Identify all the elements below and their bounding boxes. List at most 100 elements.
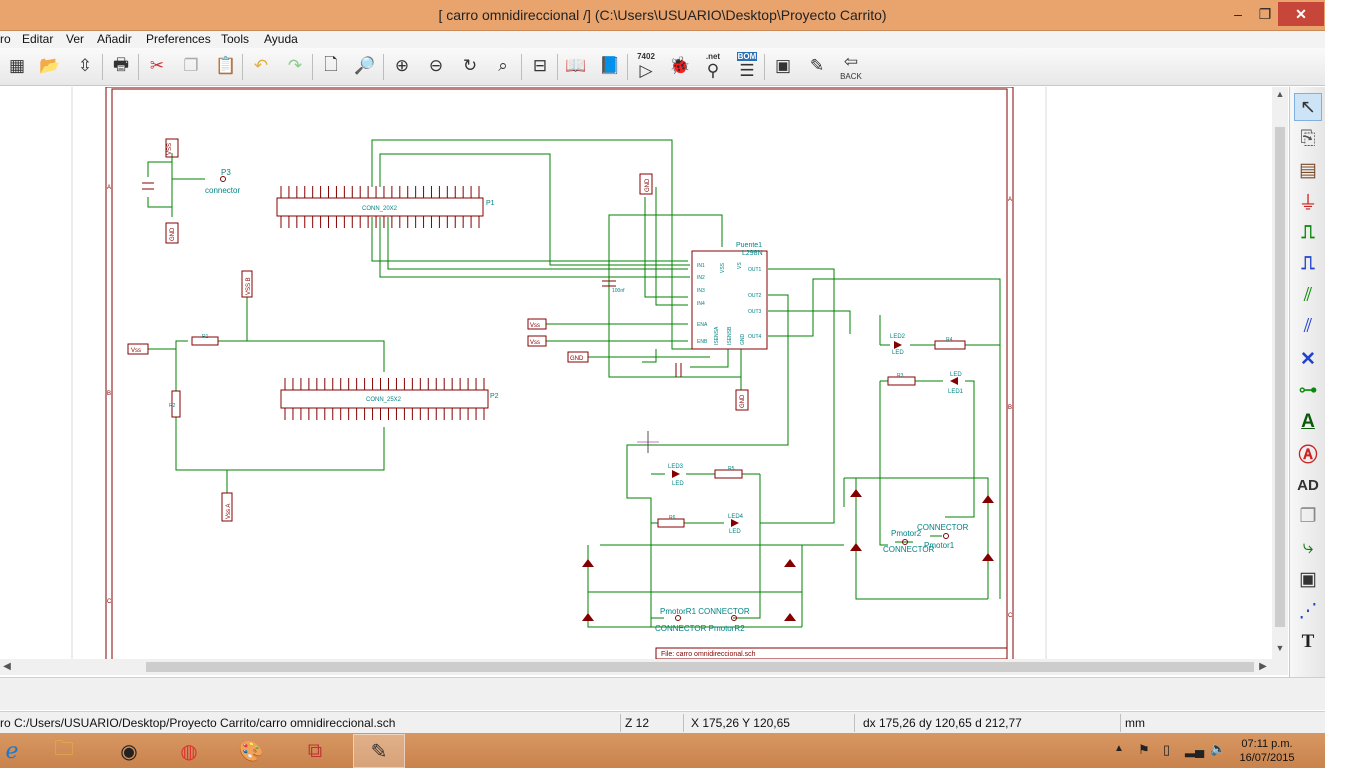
wire-bus-entry-icon[interactable]: ⫽ (1303, 285, 1313, 306)
ie-browser-icon[interactable]: ℯ (5, 738, 19, 763)
place-global-label-icon[interactable]: Ⓐ (1298, 444, 1318, 466)
no-connect-icon[interactable]: ✕ (1300, 348, 1316, 370)
netlist-icon[interactable]: .net⚲ (705, 51, 721, 80)
network-signal-icon[interactable]: ▂▄ (1185, 742, 1205, 757)
close-button[interactable]: ✕ (1278, 2, 1324, 26)
menu-place[interactable]: Añadir (97, 32, 132, 46)
zoom-out-icon[interactable]: ⊖ (428, 56, 444, 75)
menu-edit[interactable]: Editar (22, 32, 54, 46)
hierarchy-push-icon[interactable]: ⎘ (1300, 128, 1316, 149)
place-hier-label-icon[interactable]: AD (1297, 476, 1319, 494)
place-bus-icon[interactable]: ⎍ (1301, 253, 1315, 274)
place-sheet-icon[interactable]: ❐ (1299, 505, 1317, 527)
left-power-section[interactable]: Vss R1 R2 VSS B Vss A (127, 270, 253, 522)
menu-preferences[interactable]: Preferences (146, 32, 211, 46)
open-file-icon[interactable]: 📂 (39, 56, 61, 75)
tray-expand-icon[interactable]: ▲ (1114, 743, 1124, 754)
print-icon[interactable]: 🖶 (112, 54, 130, 74)
place-wire-icon[interactable]: ⎍ (1301, 222, 1315, 243)
connector-p2[interactable]: CONN_25X2 P2 (280, 378, 499, 420)
schematic-setup-icon[interactable]: ▦ (8, 56, 26, 75)
title-bar: [ carro omnidireccional /] (C:\Users\USU… (0, 0, 1325, 31)
menu-tools[interactable]: Tools (221, 32, 250, 46)
paint-icon[interactable]: 🎨 (238, 740, 264, 763)
page-settings-icon[interactable]: ⇳ (77, 56, 93, 75)
system-clock[interactable]: 07:11 p.m. 16/07/2015 (1232, 737, 1302, 765)
pmotor-l-label: Pmotor2 (891, 529, 922, 538)
pcbnew-icon[interactable]: ✎ (809, 56, 825, 75)
menu-help[interactable]: Ayuda (264, 32, 298, 46)
pin-gnd: GND (740, 334, 746, 346)
right-tools-toolbar: ↖ ⎘ ▤ ⏚ ⎍ ⎍ ⫽ ⫽ ✕ ⊶ A Ⓐ AD ❐ ⤷ ▣ ⋰ T (1289, 87, 1325, 677)
place-graphic-line-icon[interactable]: ⋰ (1298, 600, 1318, 622)
scroll-left-arrow-icon[interactable]: ◀ (3, 661, 11, 672)
action-center-flag-icon[interactable]: ⚑ (1138, 742, 1150, 757)
paste-icon[interactable]: 📋 (215, 56, 237, 75)
cut-icon[interactable]: ✂ (149, 56, 165, 75)
kicad-icon[interactable]: ⧉ (307, 739, 323, 762)
back-annotate-icon[interactable]: ⇦BACK (840, 51, 862, 81)
p1-reference: P1 (486, 200, 495, 207)
bus-bus-entry-icon[interactable]: ⫽ (1303, 316, 1313, 337)
conn25-value: CONN_25X2 (366, 397, 402, 403)
scroll-down-arrow-icon[interactable]: ▼ (1275, 643, 1285, 653)
hierarchy-navigator-icon[interactable]: ⊟ (532, 56, 548, 75)
vertical-scrollbar[interactable]: ▲ ▼ (1272, 87, 1288, 659)
led-resistor-section-right[interactable]: LED2 LED R4 R3 LED LED1 (887, 334, 966, 395)
find-icon[interactable]: 🗋 (324, 54, 338, 74)
media-player-icon[interactable]: ◉ (120, 740, 138, 763)
gnd-b-label: GND (645, 178, 651, 192)
r6-label: R6 (669, 515, 676, 521)
chrome-icon[interactable]: ◍ (180, 740, 198, 763)
undo-icon[interactable]: ↶ (253, 56, 269, 75)
place-junction-icon[interactable]: ⊶ (1298, 379, 1318, 401)
redraw-icon[interactable]: ↻ (462, 56, 478, 75)
zoom-in-icon[interactable]: ⊕ (394, 56, 410, 75)
schematic-canvas[interactable]: A B C A B C File: carro omnidireccional.… (0, 87, 1272, 659)
battery-icon[interactable]: ▯ (1163, 742, 1171, 757)
connector-p3[interactable]: VSS GND P3 connector (142, 138, 240, 244)
file-explorer-icon[interactable]: 🗀 (54, 738, 74, 760)
horizontal-scrollbar[interactable]: ◀ ▶ (0, 659, 1272, 675)
place-sheet-pin-icon[interactable]: ▣ (1299, 568, 1317, 590)
maximize-button[interactable]: ❐ (1258, 6, 1272, 22)
select-cursor-icon[interactable]: ↖ (1294, 93, 1322, 121)
eeschema-taskbar-icon[interactable]: ✎ (353, 734, 405, 768)
menu-file[interactable]: ro (0, 32, 11, 46)
library-editor-icon[interactable]: 📖 (565, 56, 587, 75)
menu-view[interactable]: Ver (66, 32, 85, 46)
vss-d-label: Vss (530, 340, 540, 346)
minimize-button[interactable]: ‒ (1234, 6, 1242, 22)
place-net-label-icon[interactable]: A (1301, 411, 1315, 432)
vss-d-box (527, 335, 547, 347)
volume-icon[interactable]: 🔈 (1210, 741, 1227, 756)
place-text-icon[interactable]: T (1301, 631, 1315, 652)
vertical-scroll-thumb[interactable] (1275, 127, 1285, 627)
diode-bridge-left[interactable]: LED3 LED R5 R6 LED4 LED PmotorR1 CONNECT… (582, 464, 796, 633)
led3-symbol (672, 470, 680, 478)
connector-p1[interactable]: CONN_20X2 P1 (276, 186, 495, 228)
place-power-icon[interactable]: ⏚ (1298, 192, 1318, 214)
diode-bridge-right[interactable]: CONNECTOR Pmotor2 Pmotor1 CONNECTOR (850, 489, 994, 561)
zoom-fit-icon[interactable]: ⌕ (498, 56, 508, 75)
copy-icon[interactable]: ❐ (183, 56, 199, 75)
toolbar-separator (521, 54, 522, 80)
bridge-l298n[interactable]: Puente1 L298N IN1 IN2 IN3 IN4 ENA ENB OU… (527, 173, 768, 411)
library-browser-icon[interactable]: 📘 (599, 56, 621, 75)
find-replace-icon[interactable]: 🔎 (354, 56, 376, 75)
bom-icon[interactable]: BOM☰ (736, 51, 758, 80)
resistor-r3 (887, 376, 916, 386)
pmotor-r1-label: PmotorR1 CONNECTOR (660, 607, 750, 616)
scroll-right-arrow-icon[interactable]: ▶ (1259, 661, 1267, 672)
cvpcb-icon[interactable]: ▣ (774, 56, 792, 75)
redo-icon[interactable]: ↷ (287, 56, 303, 75)
scroll-up-arrow-icon[interactable]: ▲ (1275, 89, 1285, 99)
scroll-corner (1272, 659, 1288, 675)
toolbar-separator (242, 54, 243, 80)
horizontal-scroll-thumb[interactable] (146, 662, 1254, 672)
place-component-icon[interactable]: ▤ (1299, 159, 1317, 181)
pin-in4: IN4 (697, 301, 705, 307)
annotate-icon[interactable]: 7402▷ (637, 51, 655, 80)
import-hier-label-icon[interactable]: ⤷ (1302, 537, 1314, 558)
erc-bug-icon[interactable]: 🐞 (669, 56, 691, 75)
